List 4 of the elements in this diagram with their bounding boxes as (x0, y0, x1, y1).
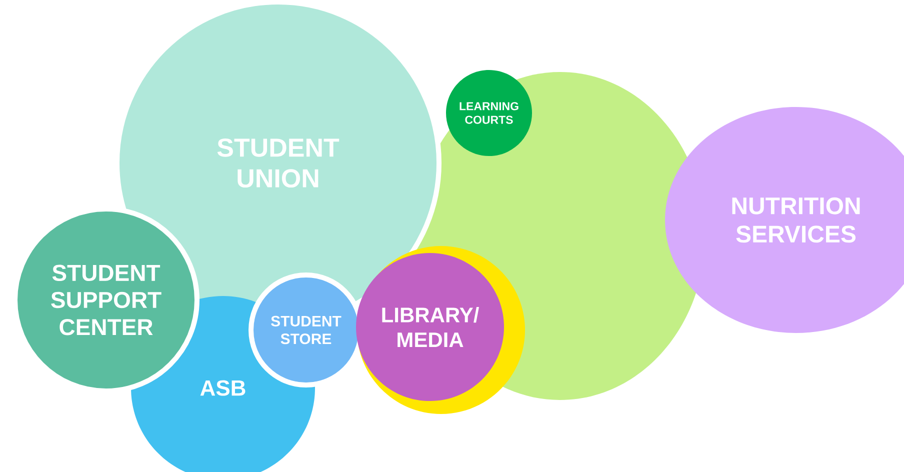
circle-bubble: STUDENT STORE (248, 272, 364, 388)
ellipse-bubble: NUTRITION SERVICES (665, 107, 904, 333)
circle-bubble: STUDENT SUPPORT CENTER (12, 206, 200, 394)
circle-bubble: LIBRARY/ MEDIA (356, 246, 525, 414)
